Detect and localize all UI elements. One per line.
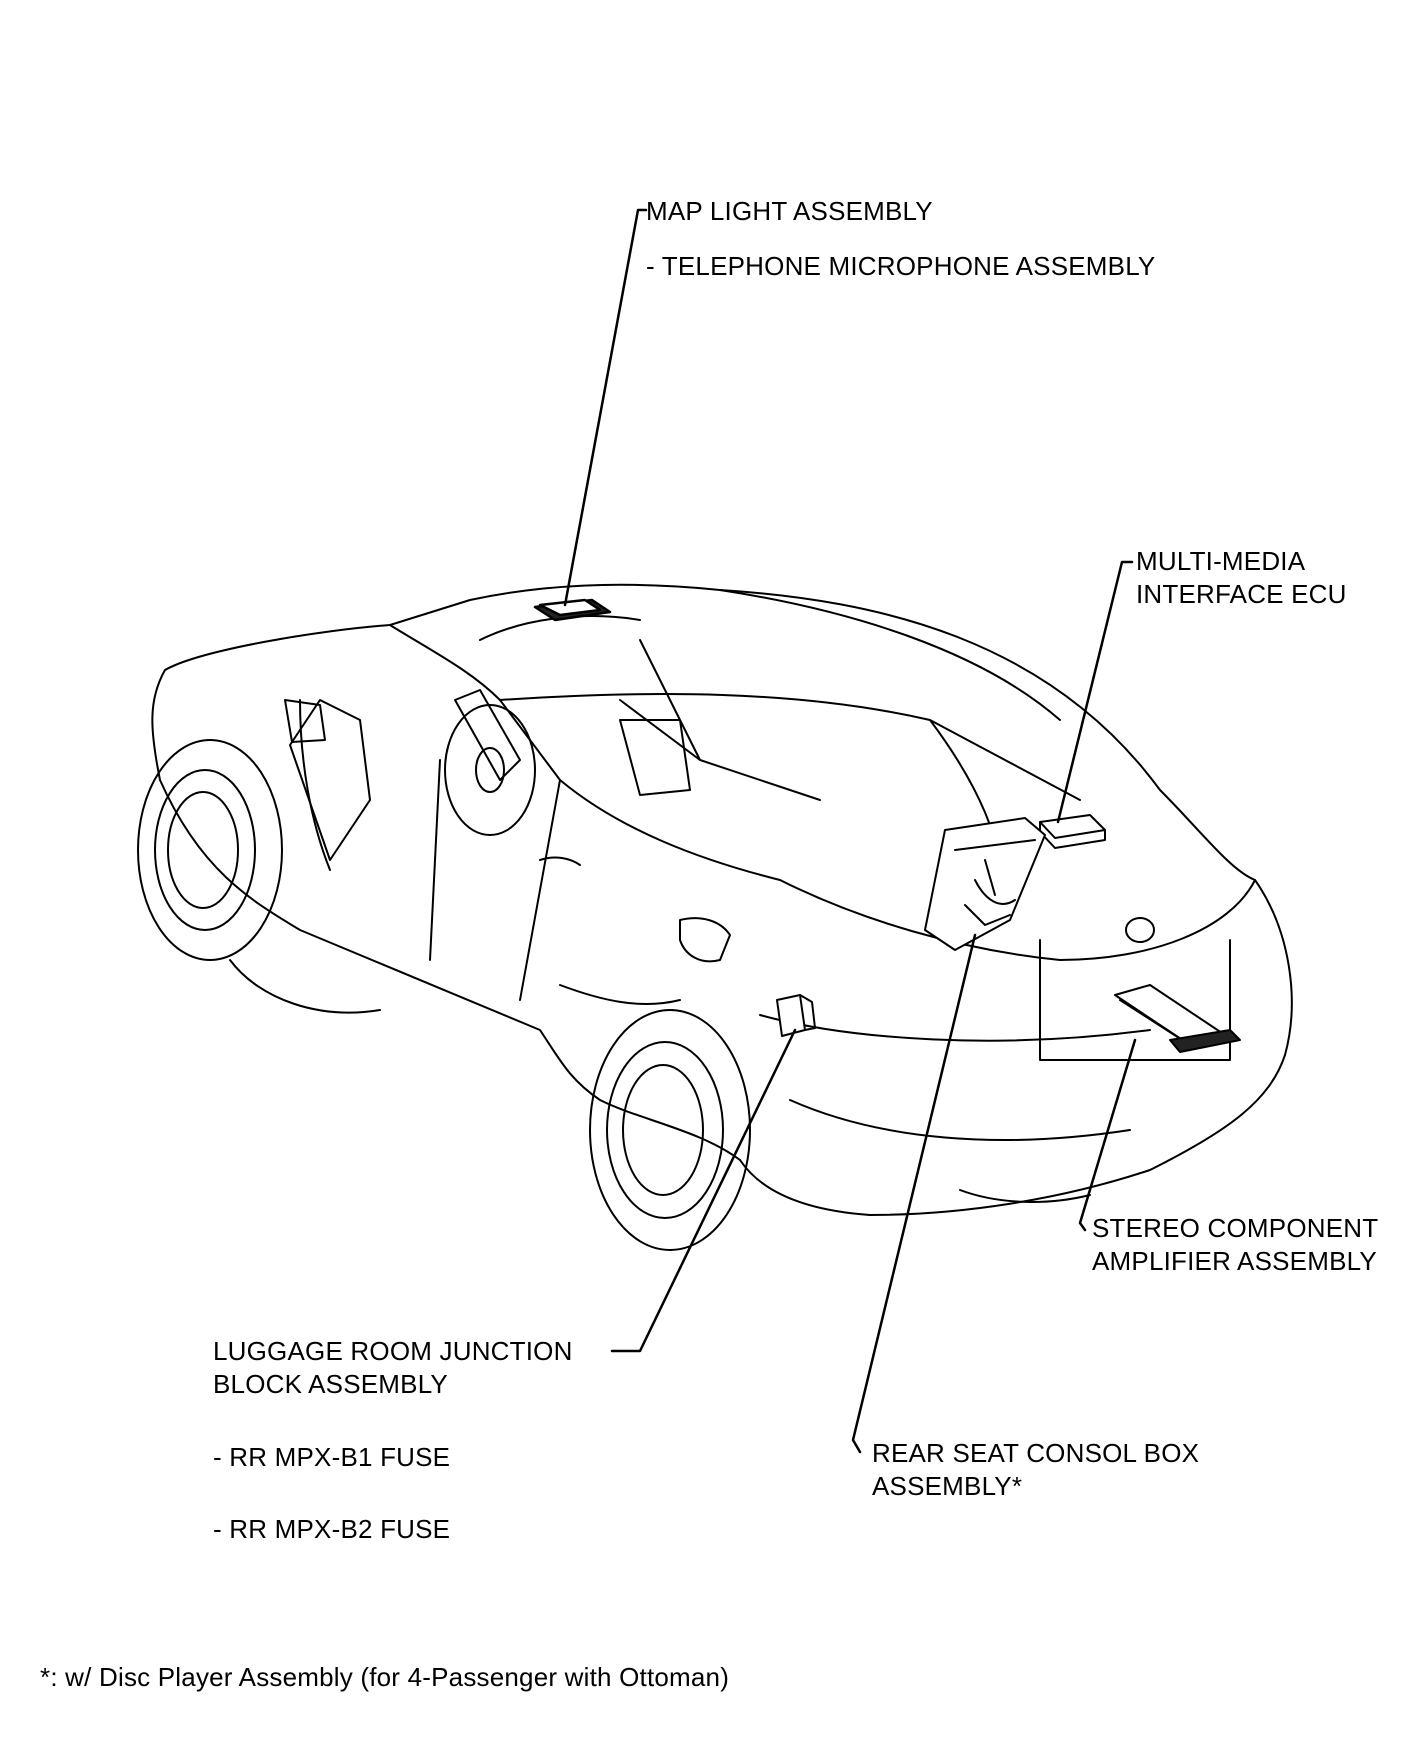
rr-mpx-b1-fuse-label: - RR MPX-B1 FUSE [213, 1442, 451, 1472]
stereo-amp-label-line2: AMPLIFIER ASSEMBLY [1092, 1246, 1377, 1276]
luggage-jb-label-line2: BLOCK ASSEMBLY [213, 1369, 448, 1399]
rear-console-component [924, 817, 1046, 951]
front-wheel [137, 739, 283, 961]
stereo-amp-component [1114, 984, 1241, 1053]
rear-console-label-line1: REAR SEAT CONSOL BOX [872, 1438, 1200, 1468]
rr-mpx-b2-fuse-label: - RR MPX-B2 FUSE [213, 1514, 451, 1544]
mmi-ecu-label-line1: MULTI-MEDIA [1136, 546, 1306, 576]
leader-lines [563, 208, 1137, 1454]
map-light-label: MAP LIGHT ASSEMBLY [646, 196, 933, 226]
rear-wheel [589, 1009, 751, 1251]
rear-emblem [1125, 917, 1155, 943]
rear-console-label-line2: ASSEMBLY* [872, 1471, 1023, 1501]
mmi-ecu-component [1039, 814, 1106, 849]
leader-map-light [563, 208, 648, 607]
steering-wheel [444, 704, 536, 836]
map-light-component [533, 598, 612, 622]
telephone-microphone-label: - TELEPHONE MICROPHONE ASSEMBLY [646, 251, 1156, 281]
luggage-jb-label-line1: LUGGAGE ROOM JUNCTION [213, 1336, 573, 1366]
stereo-amp-label-line1: STEREO COMPONENT [1092, 1213, 1379, 1243]
mmi-ecu-label-line2: INTERFACE ECU [1136, 579, 1347, 609]
luggage-jb-component [776, 994, 816, 1037]
footnote: *: w/ Disc Player Assembly (for 4-Passen… [40, 1662, 730, 1692]
leader-rear-console [851, 933, 977, 1454]
side-mirror [284, 699, 326, 743]
leader-luggage-jb [610, 1028, 797, 1353]
leader-stereo-amp [1078, 1038, 1137, 1232]
leader-mmi-ecu [1056, 560, 1134, 824]
car-body-outline [151, 583, 1293, 1216]
